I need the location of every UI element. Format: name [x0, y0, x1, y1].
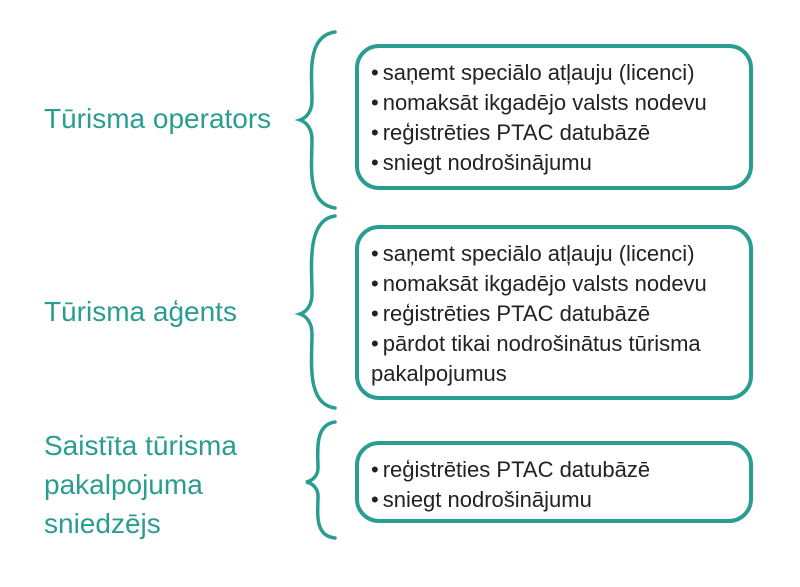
label-line: sniedzējs	[44, 508, 161, 539]
brace-operators	[294, 30, 337, 210]
requirement-item: •pārdot tikai nodrošinātus tūrisma pakal…	[371, 331, 701, 386]
requirement-item: •sniegt nodrošinājumu	[371, 487, 592, 512]
label-line: pakalpojuma	[44, 469, 203, 500]
requirements-box-agent: •saņemt speciālo atļauju (licenci) •noma…	[355, 225, 753, 400]
label-line: Tūrisma aģents	[44, 296, 237, 327]
requirement-item: •reģistrēties PTAC datubāzē	[371, 120, 651, 145]
requirement-item: •reģistrēties PTAC datubāzē	[371, 457, 651, 482]
label-tourism-agent: Tūrisma aģents	[44, 292, 237, 331]
requirement-item: •nomaksāt ikgadējo valsts nodevu	[371, 90, 707, 115]
requirement-item: •reģistrēties PTAC datubāzē	[371, 301, 651, 326]
label-line: Saistīta tūrisma	[44, 430, 237, 461]
requirement-item: •nomaksāt ikgadējo valsts nodevu	[371, 271, 707, 296]
requirement-item: •saņemt speciālo atļauju (licenci)	[371, 241, 695, 266]
brace-linked-providers	[305, 420, 337, 540]
label-line: Tūrisma operators	[44, 103, 272, 134]
requirement-item: •saņemt speciālo atļauju (licenci)	[371, 60, 695, 85]
requirements-box-operator: •saņemt speciālo atļauju (licenci) •noma…	[355, 44, 753, 190]
label-tourism-operator: Tūrisma operators	[44, 99, 271, 138]
requirements-box-linked-provider: •reģistrēties PTAC datubāzē •sniegt nodr…	[355, 441, 753, 523]
label-linked-travel-provider: Saistīta tūrisma pakalpojuma sniedzējs	[44, 426, 237, 543]
brace-agents	[294, 214, 337, 410]
requirement-item: •sniegt nodrošinājumu	[371, 150, 592, 175]
